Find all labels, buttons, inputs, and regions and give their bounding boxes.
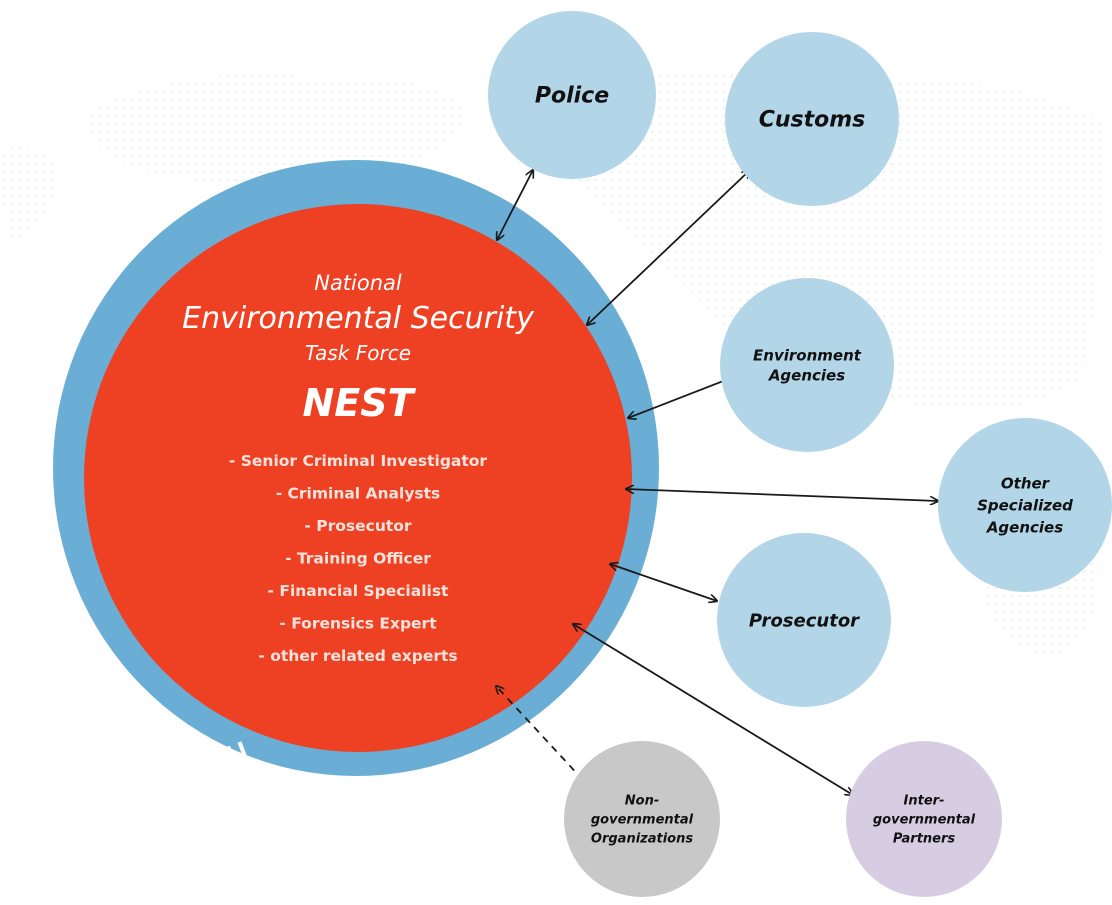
satellite-label-customs: Customs [759,108,866,133]
satellite-circle-igo [846,741,1002,897]
nest-role-item: - other related experts [258,647,457,665]
arrow-environment [628,378,731,418]
satellite-circle-other [938,418,1112,592]
satellite-label-police: Police [535,84,609,109]
satellite-circle-environment [720,278,894,452]
satellite-circle-prosecutor [717,533,891,707]
arrow-ngo [496,686,584,781]
nest-roles-list: - Senior Criminal Investigator - Criminal… [229,452,488,665]
nest-title-line1: National [314,271,402,295]
nest-role-item: - Forensics Expert [279,615,437,633]
nest-role-item: - Prosecutor [304,517,412,535]
satellite-customs: Customs [725,32,899,206]
satellite-circle-customs [725,32,899,206]
nest-acronym: NEST [302,381,416,425]
arrow-customs [587,170,750,325]
nest-role-item: - Training Officer [285,550,431,568]
arrow-police [497,170,533,240]
arrow-other [626,489,938,501]
satellite-label-environment: Agencies [768,366,845,384]
satellite-label-other: Other [1001,474,1051,492]
arrow-igo [573,624,853,795]
nest-role-item: - Senior Criminal Investigator [229,452,488,470]
nest-title-line2: Environmental Security [182,301,535,336]
nest-title-line3: Task Force [305,341,411,365]
nest-role-item: - Financial Specialist [268,582,450,600]
satellite-label-other: Specialized [977,496,1073,514]
satellite-prosecutor: Prosecutor [717,533,891,707]
nest-circle [84,204,632,752]
arrow-prosecutor [610,564,717,601]
satellite-circle-ngo [564,741,720,897]
satellite-label-ngo: Non- [625,794,659,809]
satellite-label-igo: Partners [893,832,956,847]
satellite-label-environment: Environment [753,346,862,364]
satellite-label-ngo: governmental [591,813,694,828]
satellite-label-igo: Inter- [904,794,945,809]
satellite-circle-police [488,11,656,179]
connector-arrows [496,170,938,795]
satellite-label-prosecutor: Prosecutor [749,610,860,631]
satellite-label-other: Agencies [986,518,1063,536]
satellite-label-igo: governmental [873,813,976,828]
nest-role-item: - Criminal Analysts [276,485,441,503]
nest-core: National Environmental Security Task For… [84,204,632,752]
satellite-label-ngo: Organizations [591,832,693,847]
satellite-police: Police [488,11,656,179]
partner-satellites: PoliceCustomsEnvironmentAgenciesOtherSpe… [488,11,1112,897]
